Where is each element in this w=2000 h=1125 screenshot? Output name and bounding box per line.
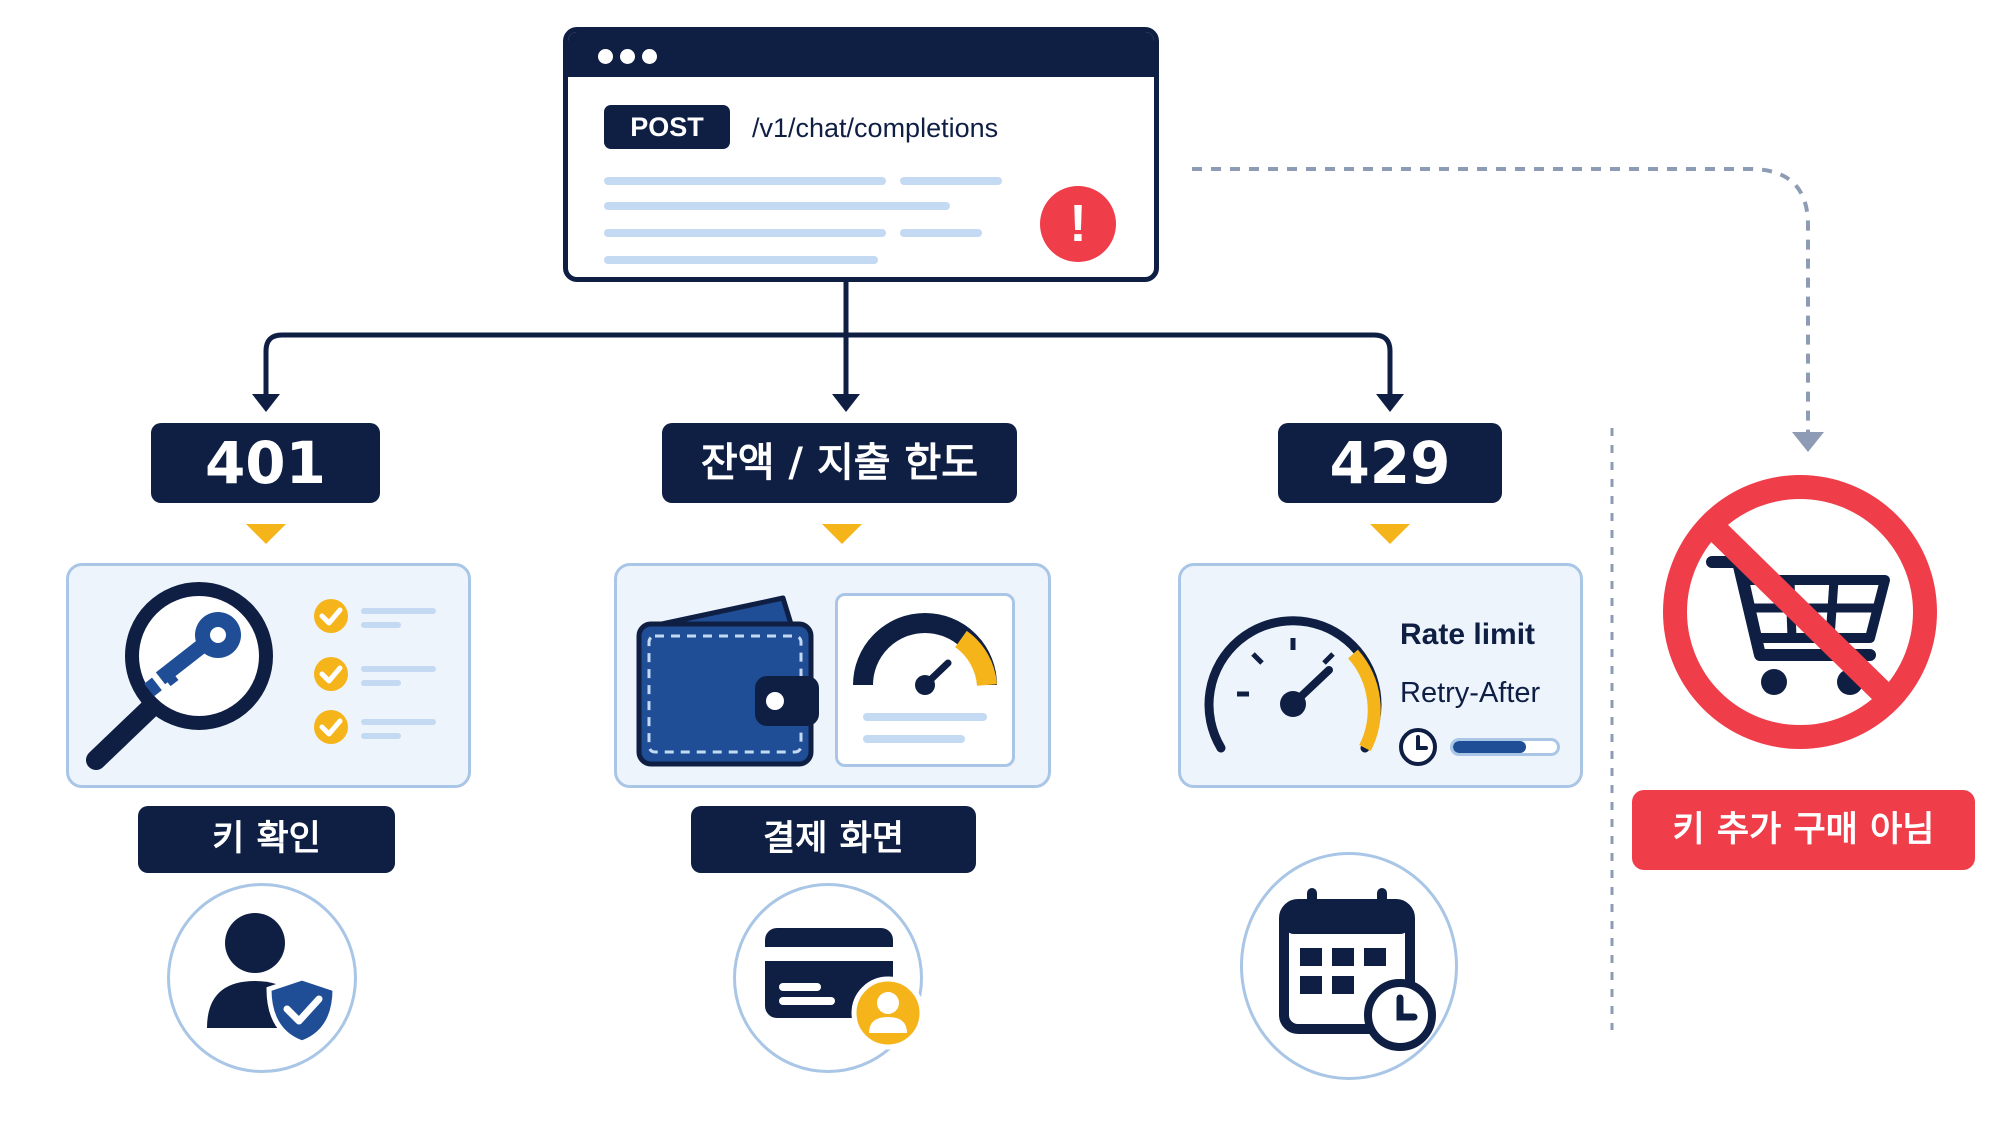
status-pill-401: 401	[151, 423, 380, 503]
connector-branch-429	[846, 332, 1393, 395]
window-dots-icon	[598, 49, 613, 64]
window-dot	[620, 49, 635, 64]
http-method-badge: POST	[604, 105, 730, 149]
rate-limit-panel: Rate limit Retry-After	[1178, 563, 1583, 788]
placeholder-line	[604, 256, 878, 264]
checklist-icon	[314, 599, 436, 744]
card-user-circle	[733, 883, 925, 1073]
placeholder-line	[900, 177, 1002, 185]
chevron-down-icon	[822, 524, 862, 544]
no-cart-icon	[1663, 475, 1937, 749]
request-window: POST /v1/chat/completions !	[563, 27, 1159, 282]
status-pill-balance-limit: 잔액 / 지출 한도	[662, 423, 1017, 503]
wallet-icon	[636, 595, 819, 767]
billing-panel	[614, 563, 1051, 788]
calendar-clock-circle	[1240, 852, 1458, 1080]
error-alert-icon: !	[1040, 186, 1116, 262]
placeholder-line	[900, 229, 982, 237]
clock-icon	[1399, 728, 1437, 766]
placeholder-line	[604, 177, 886, 185]
magnifier-key-icon	[86, 582, 273, 770]
rate-limit-title: Rate limit	[1400, 618, 1536, 651]
speedometer-icon	[1204, 616, 1382, 753]
status-pill-429: 429	[1278, 423, 1502, 503]
arrowhead-429	[1376, 394, 1404, 412]
arrowhead-401	[252, 394, 280, 412]
not-extra-key-purchase-note: 키 추가 구매 아님	[1632, 790, 1975, 870]
retry-after-label: Retry-After	[1400, 677, 1541, 709]
connector-branch-401	[263, 332, 846, 395]
user-shield-icon	[207, 913, 338, 1046]
retry-after-progress-track	[1450, 738, 1560, 756]
chevron-down-icon	[246, 524, 286, 544]
endpoint-path: /v1/chat/completions	[752, 113, 999, 143]
arrowhead-balance	[832, 394, 860, 412]
placeholder-line	[604, 202, 950, 210]
chevron-down-icon	[1370, 524, 1410, 544]
spend-limit-card	[835, 593, 1015, 767]
step-label-payment-screen: 결제 화면	[691, 806, 976, 873]
step-label-key-check: 키 확인	[138, 806, 395, 873]
calendar-clock-icon	[1279, 888, 1436, 1051]
dashed-arrowhead	[1792, 432, 1824, 452]
dashed-connector-excluded	[1192, 167, 1810, 435]
window-titlebar	[568, 32, 1154, 77]
window-dot	[642, 49, 657, 64]
gauge-icon	[853, 613, 997, 743]
placeholder-line	[604, 229, 886, 237]
retry-after-progress-fill	[1453, 741, 1526, 753]
user-shield-circle	[167, 883, 357, 1073]
credit-card-user-icon	[765, 928, 925, 1050]
key-check-panel	[66, 563, 471, 788]
